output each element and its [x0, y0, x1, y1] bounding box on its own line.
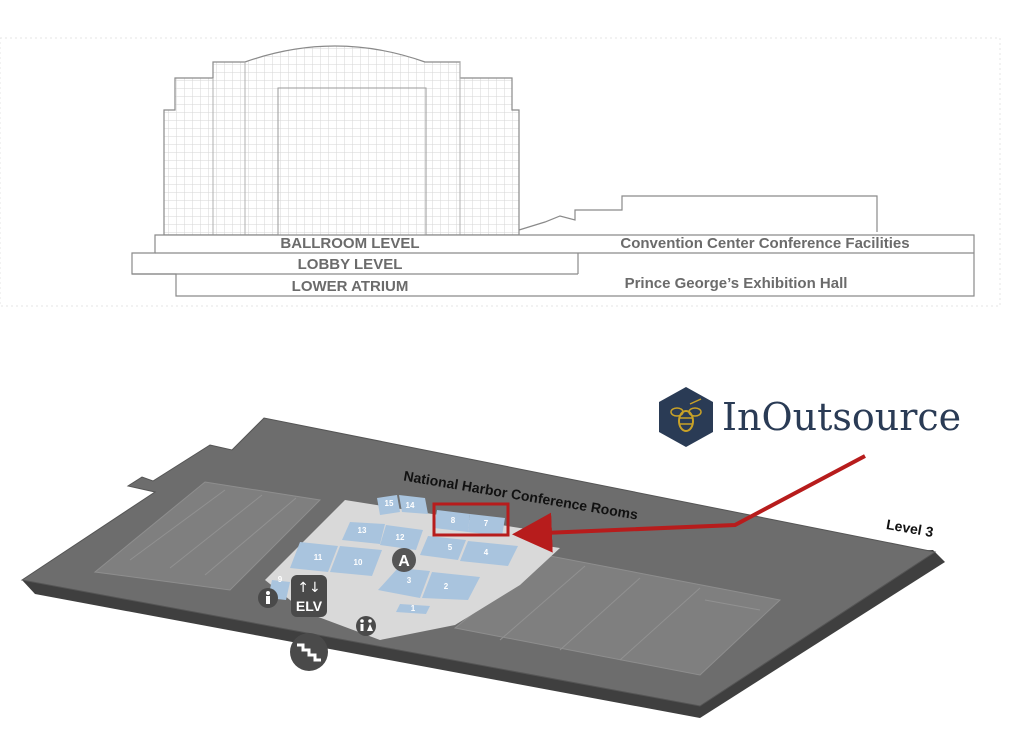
room-15[interactable]	[377, 495, 400, 515]
building-elevation: BALLROOM LEVEL LOBBY LEVEL LOWER ATRIUM …	[0, 37, 1001, 307]
atrium-marker[interactable]: A	[392, 548, 416, 572]
room-number-15: 15	[385, 499, 394, 508]
convention-center-label: Convention Center Conference Facilities	[620, 235, 909, 252]
room-4[interactable]	[460, 541, 518, 566]
level-label: Level 3	[885, 516, 935, 540]
room-number-7: 7	[484, 519, 489, 528]
room-number-14: 14	[406, 501, 415, 510]
ballroom-level-label: BALLROOM LEVEL	[280, 235, 419, 252]
room-8[interactable]	[434, 510, 470, 532]
room-number-13: 13	[358, 526, 367, 535]
room-number-2: 2	[444, 582, 449, 591]
restroom-man-icon	[258, 588, 278, 608]
bee-hexagon-icon	[659, 387, 713, 447]
left-hall	[93, 481, 322, 591]
stairs-icon[interactable]	[290, 633, 328, 671]
lower-atrium-label: LOWER ATRIUM	[292, 278, 409, 295]
room-number-11: 11	[314, 553, 323, 562]
brand-logo[interactable]: InOutsource	[659, 387, 961, 447]
tower-atrium	[277, 87, 427, 236]
exhibition-hall-label: Prince George’s Exhibition Hall	[625, 275, 848, 292]
room-1[interactable]	[396, 604, 430, 614]
highlight-box	[432, 502, 510, 537]
room-3[interactable]	[378, 568, 430, 598]
room-13[interactable]	[342, 522, 385, 544]
room-number-3: 3	[407, 576, 412, 585]
elevator-label: ELV	[296, 598, 323, 614]
elevation-frame	[0, 37, 1001, 307]
room-number-12: 12	[396, 533, 405, 542]
room-number-8: 8	[451, 516, 456, 525]
room-12[interactable]	[380, 525, 423, 550]
room-number-1: 1	[411, 604, 416, 613]
room-number-4: 4	[484, 548, 489, 557]
brand-name: InOutsource	[722, 395, 961, 439]
room-7[interactable]	[468, 514, 505, 536]
room-number-9: 9	[278, 575, 283, 584]
conference-rooms	[268, 495, 518, 614]
room-number-5: 5	[448, 543, 453, 552]
room-14[interactable]	[399, 495, 428, 514]
elevator-arrows-icon: ↑↓	[297, 580, 320, 596]
room-2[interactable]	[422, 572, 480, 600]
room-5[interactable]	[420, 536, 466, 560]
atrium-marker-label: A	[398, 553, 410, 570]
lobby-level-label: LOBBY LEVEL	[298, 256, 403, 273]
room-11[interactable]	[290, 542, 338, 572]
pointer-arrow	[512, 454, 866, 553]
convention-center-outline	[518, 195, 878, 232]
room-number-10: 10	[354, 558, 363, 567]
elevator[interactable]: ↑↓ ELV	[291, 575, 327, 617]
restroom-both-icon	[356, 616, 376, 636]
room-10[interactable]	[330, 546, 382, 576]
